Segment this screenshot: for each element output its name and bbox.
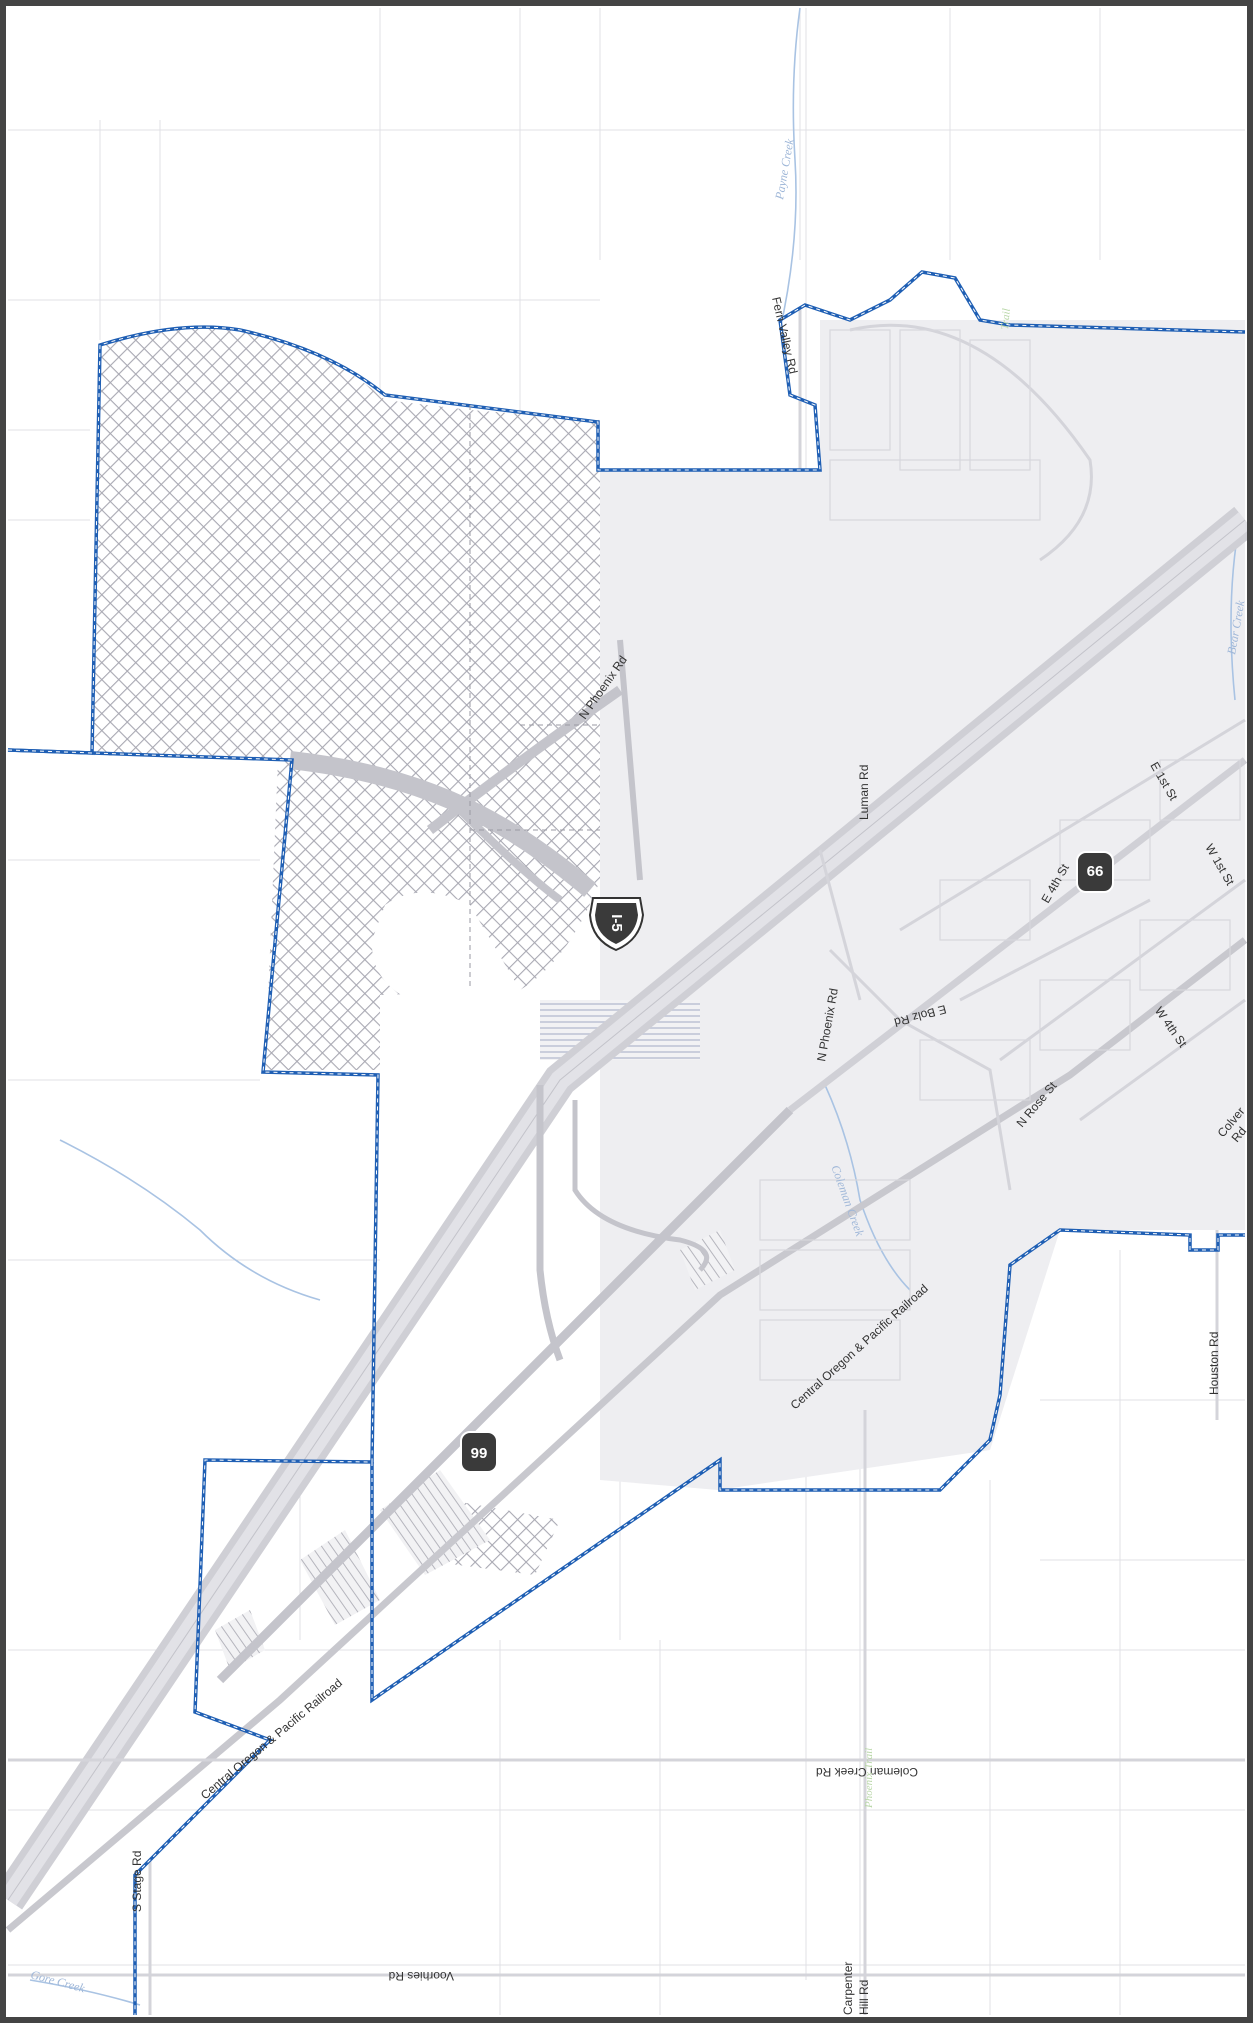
route-99-shield-north: 99 — [1076, 851, 1114, 893]
street-network — [8, 310, 1246, 2015]
interstate-5 — [0, 506, 1253, 1910]
label-s-stage-rd: S Stage Rd — [130, 1851, 144, 1912]
phoenix-interchange — [289, 639, 710, 1362]
label-carpenter-hill-line1: Carpenter — [841, 1962, 855, 2015]
label-trail-north: Trail — [999, 308, 1013, 330]
label-carpenter-hill-line2: Hill Rd — [857, 1980, 871, 2015]
route-99-road-north — [787, 757, 1248, 1113]
interstate-5-shield: I-5 — [588, 897, 645, 952]
route-99-shield-south: 99 — [460, 1431, 498, 1473]
striped-parcel — [215, 1610, 265, 1670]
striped-parcel — [300, 1530, 380, 1625]
railroad — [5, 937, 1248, 1933]
route-99-shield-south-label: 99 — [471, 1445, 488, 1462]
route-99-road — [216, 1106, 794, 1684]
subdivision-blocks — [759, 329, 1241, 1381]
label-luman-rd: Luman Rd — [857, 765, 871, 820]
route-99-shield-north-label: 99 — [1087, 862, 1104, 879]
label-voorhies-rd: Voorhies Rd — [389, 1969, 454, 1983]
non-hatched-pocket — [371, 892, 520, 1000]
interstate-5-shield-label: I-5 — [608, 914, 625, 932]
label-trail-south: Phoenix Trail — [863, 1748, 875, 1809]
label-houston-rd: Houston Rd — [1207, 1332, 1221, 1395]
label-coleman-creek-rd: Coleman Creek Rd — [816, 1765, 918, 1779]
dashed-parcel-lines — [469, 405, 600, 990]
urban-area — [600, 320, 1245, 1490]
hatched-area-northwest — [92, 327, 600, 1071]
